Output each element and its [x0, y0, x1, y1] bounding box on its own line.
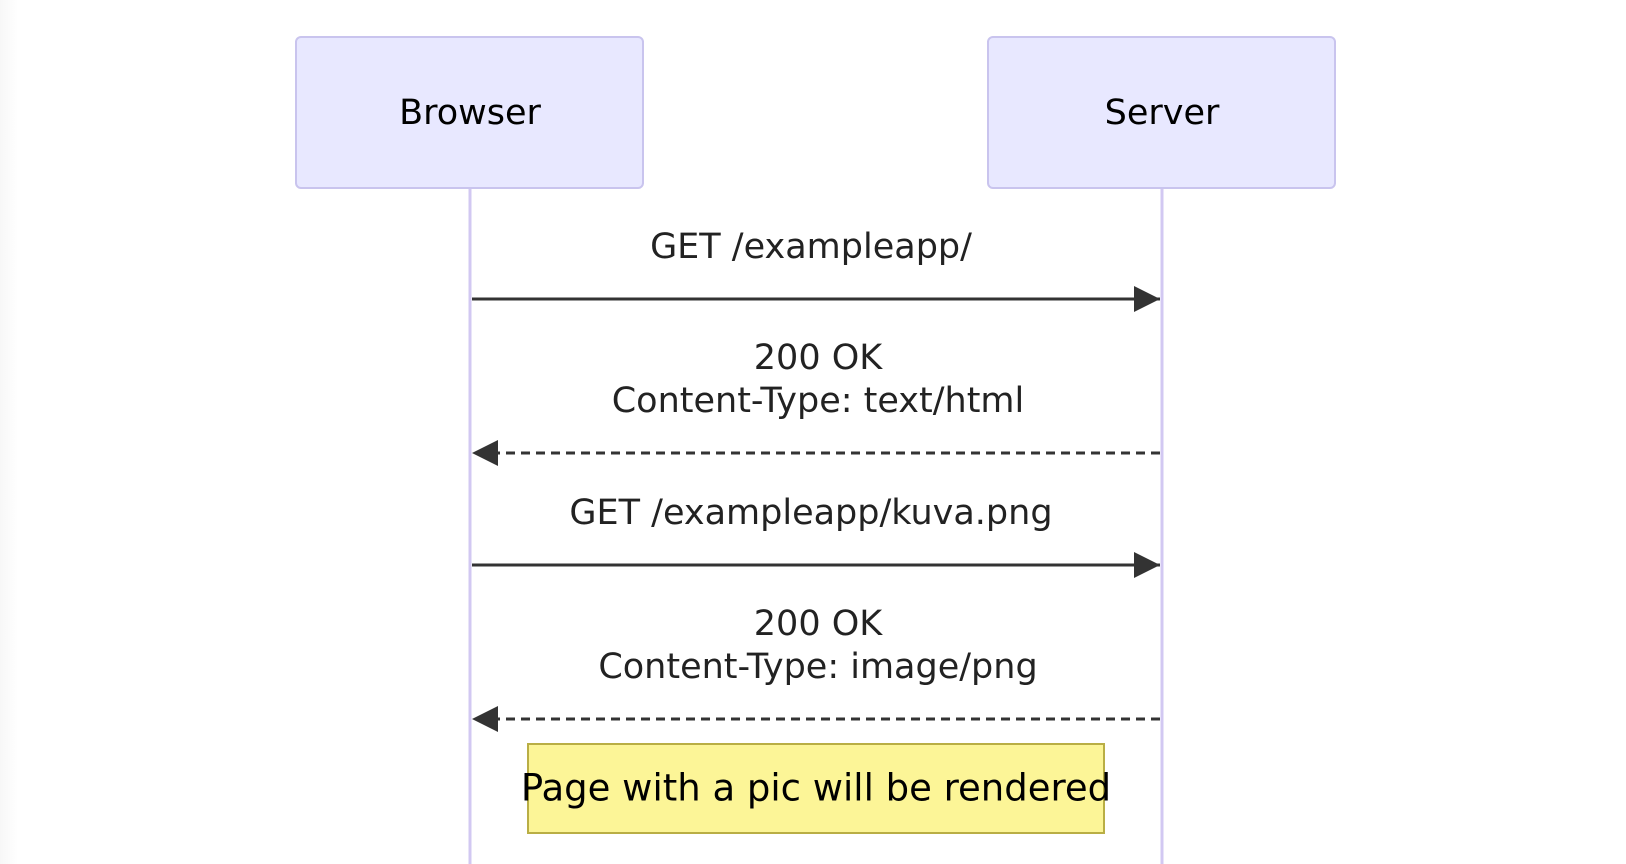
- message-html-response-content-type: Content-Type: text/html: [612, 381, 1025, 421]
- message-image-response-content-type: Content-Type: image/png: [598, 647, 1037, 687]
- message-get-image: GET /exampleapp/kuva.png: [472, 493, 1160, 578]
- message-html-response: 200 OK Content-Type: text/html: [472, 338, 1160, 466]
- note: Page with a pic will be rendered: [521, 743, 1111, 834]
- message-image-response: 200 OK Content-Type: image/png: [472, 604, 1160, 732]
- participant-browser-label: Browser: [399, 93, 541, 133]
- note-text: Page with a pic will be rendered: [521, 767, 1111, 810]
- message-image-response-status: 200 OK: [754, 604, 883, 644]
- participant-server: Server: [987, 36, 1336, 189]
- participant-browser-box: [295, 36, 644, 189]
- note-box: [527, 743, 1105, 834]
- message-get-image-label: GET /exampleapp/kuva.png: [569, 493, 1052, 533]
- participant-browser: Browser: [295, 36, 644, 189]
- message-html-response-status: 200 OK: [754, 338, 883, 378]
- message-get-page-label: GET /exampleapp/: [650, 227, 972, 267]
- left-edge-shade: [0, 0, 18, 864]
- participant-server-label: Server: [1105, 93, 1220, 133]
- participant-server-box: [987, 36, 1336, 189]
- message-get-page: GET /exampleapp/: [472, 227, 1160, 312]
